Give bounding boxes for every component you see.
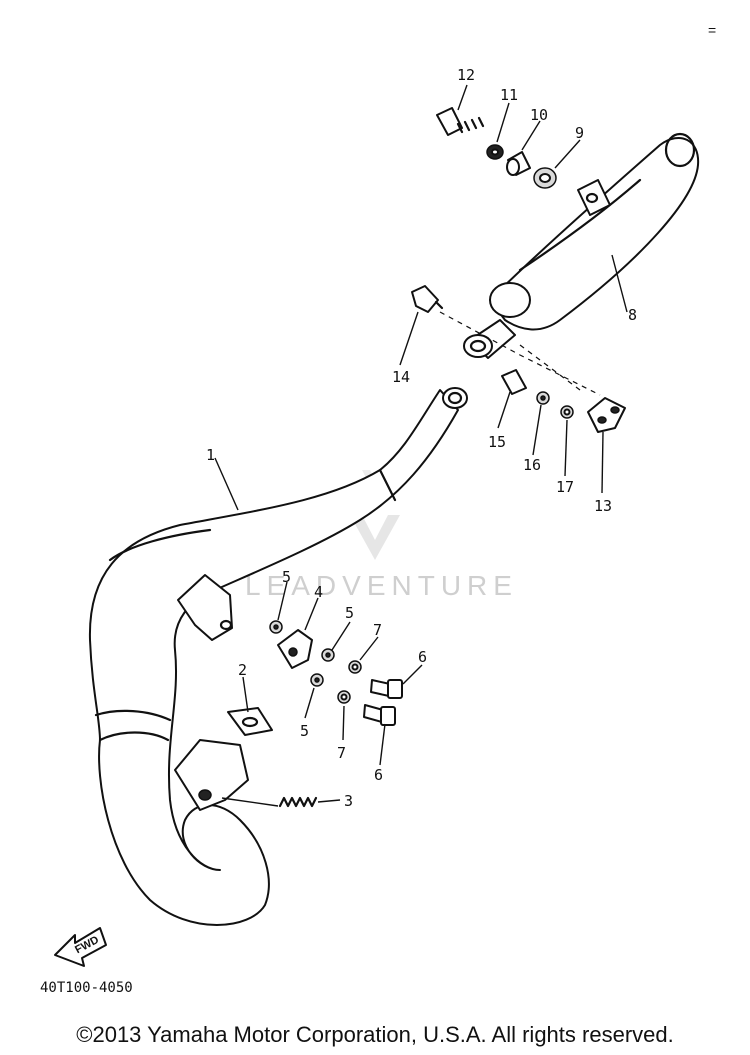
washer-part-11[interactable] xyxy=(486,144,504,160)
label-part-14: 14 xyxy=(392,368,410,386)
label-part-7b: 7 xyxy=(337,744,346,762)
gasket-part-2[interactable] xyxy=(227,707,273,736)
bolt-part-15[interactable] xyxy=(501,369,527,395)
label-part-5b: 5 xyxy=(345,604,354,622)
label-part-7a: 7 xyxy=(373,621,382,639)
collar-part-7[interactable] xyxy=(337,660,362,704)
fwd-arrow-icon: FWD xyxy=(54,927,107,967)
label-part-8: 8 xyxy=(628,306,637,324)
copyright-notice: ©2013 Yamaha Motor Corporation, U.S.A. A… xyxy=(76,1022,674,1047)
drawing-code: 40T100-4050 xyxy=(40,980,133,996)
label-part-13: 13 xyxy=(594,497,612,515)
bolt-part-14[interactable] xyxy=(411,285,444,313)
stay-part-4[interactable] xyxy=(277,629,313,669)
bolt-part-12[interactable] xyxy=(436,107,485,136)
label-part-16: 16 xyxy=(523,456,541,474)
label-part-17: 17 xyxy=(556,478,574,496)
label-part-6a: 6 xyxy=(418,648,427,666)
collar-part-10[interactable] xyxy=(506,151,531,176)
label-part-9: 9 xyxy=(575,124,584,142)
corner-mark: = xyxy=(708,22,717,38)
silencer-part-8[interactable] xyxy=(463,132,700,359)
assembly-lines xyxy=(439,311,601,396)
label-part-2: 2 xyxy=(238,661,247,679)
label-part-6b: 6 xyxy=(374,766,383,784)
watermark-text: LEADVENTURE xyxy=(245,570,518,601)
label-part-4: 4 xyxy=(314,583,323,601)
exhaust-pipe-part-1[interactable] xyxy=(88,387,468,926)
washer-part-16[interactable] xyxy=(536,391,550,405)
label-part-11: 11 xyxy=(500,86,518,104)
bracket-part-13[interactable] xyxy=(587,397,626,433)
label-part-5a: 5 xyxy=(282,568,291,586)
label-part-3: 3 xyxy=(344,792,353,810)
damper-part-5[interactable] xyxy=(269,620,335,687)
leader-lines xyxy=(214,84,628,807)
label-part-10: 10 xyxy=(530,106,548,124)
grommet-part-9[interactable] xyxy=(533,167,557,189)
washer-part-17[interactable] xyxy=(560,405,574,419)
spring-part-3[interactable] xyxy=(278,796,318,808)
label-part-15: 15 xyxy=(488,433,506,451)
label-part-12: 12 xyxy=(457,66,475,84)
part-numbers: 1 2 3 4 5 5 5 6 6 7 7 8 9 10 11 12 13 14… xyxy=(206,66,637,810)
label-part-1: 1 xyxy=(206,446,215,464)
label-part-5c: 5 xyxy=(300,722,309,740)
bolt-part-6[interactable] xyxy=(363,679,403,726)
